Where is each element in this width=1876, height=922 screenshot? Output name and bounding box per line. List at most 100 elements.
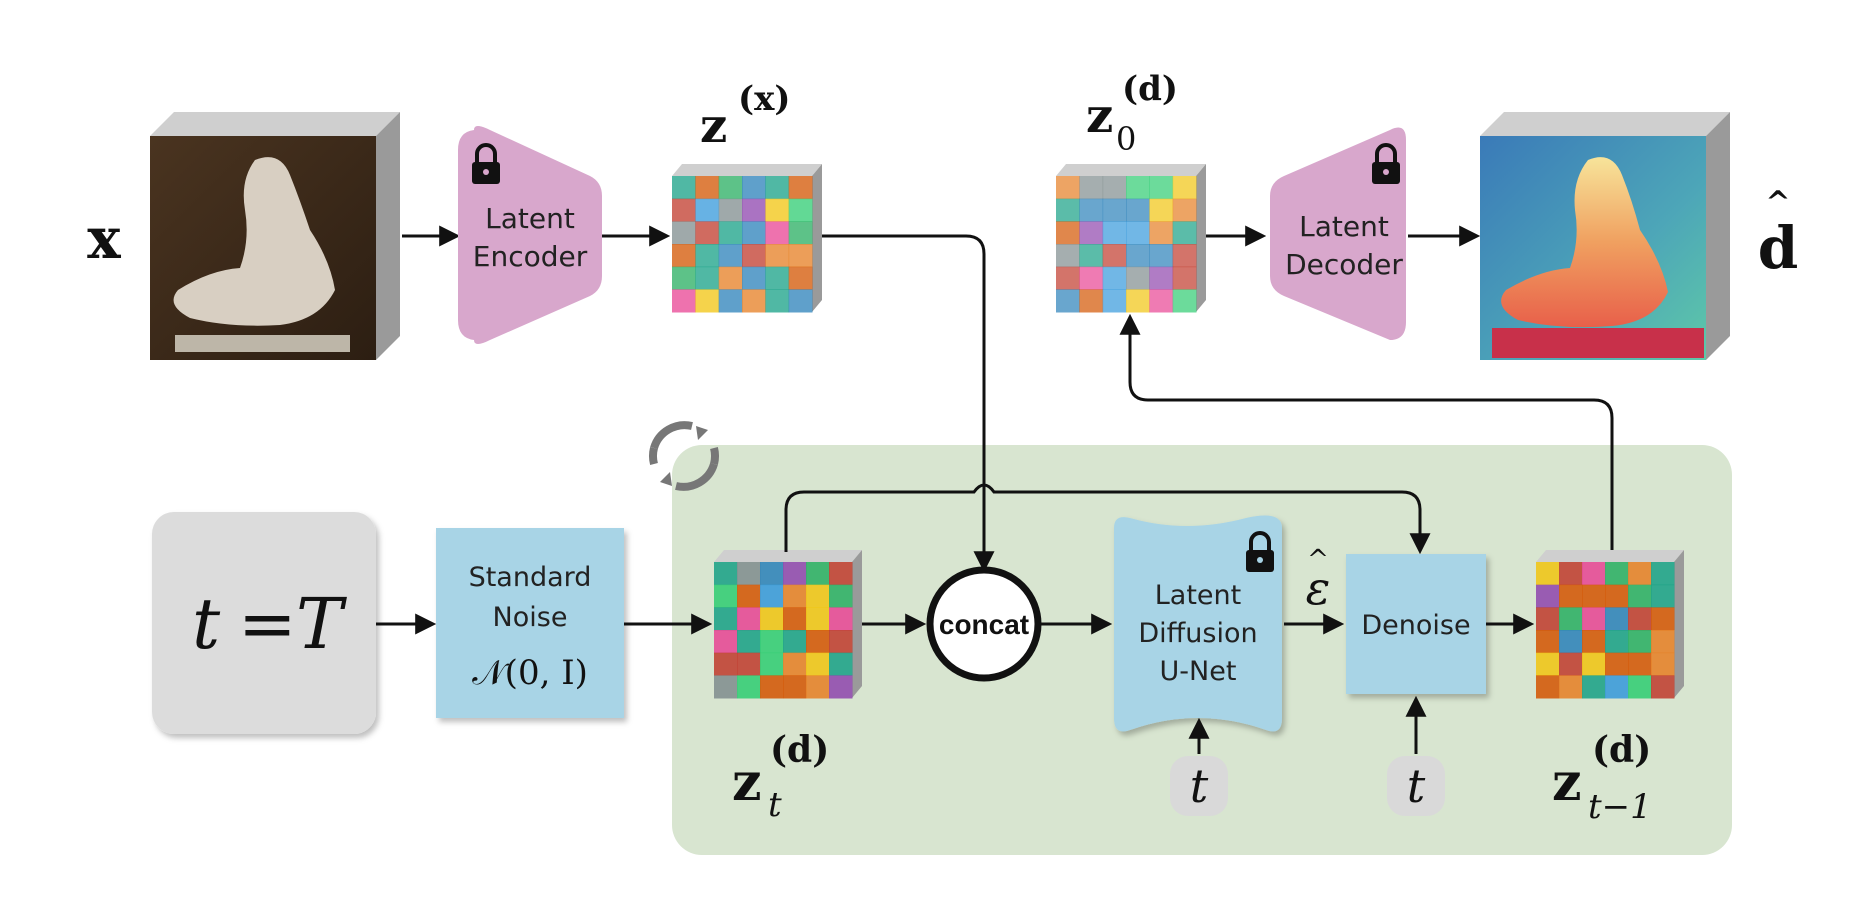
latent-cell	[1536, 607, 1560, 631]
latent-cell	[672, 266, 696, 290]
latent-cell	[760, 652, 784, 676]
output-depth-map	[1480, 112, 1730, 360]
latent-cell	[672, 176, 696, 200]
latent-zt-base: z	[732, 752, 762, 813]
latent-zt-cube	[714, 550, 862, 699]
timestep-eq: =	[238, 583, 297, 665]
latent-cell	[714, 607, 738, 631]
latent-cell	[765, 266, 790, 290]
latent-cell	[783, 584, 807, 608]
latent-cell	[1605, 675, 1629, 699]
latent-cell	[1628, 607, 1652, 631]
latent-cell	[765, 289, 790, 313]
latent-cell	[1149, 198, 1174, 222]
latent-x-cube	[672, 164, 822, 313]
latent-cell	[783, 630, 807, 654]
latent-cell	[1079, 221, 1104, 245]
timestep-input-denoise: t	[1387, 756, 1445, 816]
latent-cell	[760, 562, 784, 586]
standard-noise-box: Standard Noise 𝒩(0, I)	[436, 528, 624, 718]
latent-cell	[1126, 198, 1150, 222]
latent-cell	[765, 244, 790, 268]
latent-cell	[783, 652, 807, 676]
t-unet-label: t	[1190, 759, 1209, 813]
latent-cell	[1149, 266, 1174, 290]
concat-node: concat	[926, 566, 1042, 682]
latent-cell	[1126, 289, 1150, 313]
latent-cell	[1582, 584, 1606, 608]
latent-cell	[806, 675, 830, 699]
latent-cell	[829, 675, 853, 699]
decoder-label-1: Latent	[1299, 210, 1389, 243]
latent-cell	[788, 266, 813, 290]
latent-zt1-base: z	[1552, 752, 1582, 813]
latent-cell	[829, 652, 853, 676]
noise-label-1: Standard	[469, 562, 592, 593]
latent-cell	[1126, 176, 1150, 200]
latent-cell	[672, 198, 696, 222]
unet-label-2: Diffusion	[1138, 618, 1257, 649]
latent-cell	[760, 584, 784, 608]
latent-z0-sup: (d)	[1122, 69, 1178, 109]
latent-cell	[1172, 289, 1197, 313]
noise-label-2: Noise	[493, 602, 568, 633]
latent-zt1-sub: t−1	[1588, 787, 1652, 827]
latent-cell	[1559, 584, 1583, 608]
epsilon-hat: ε	[1306, 561, 1331, 615]
latent-cell	[737, 607, 761, 631]
concat-label: concat	[939, 609, 1029, 640]
latent-cell	[718, 176, 743, 200]
latent-cell	[1056, 176, 1080, 200]
latent-cell	[788, 221, 813, 245]
latent-cell	[1605, 607, 1629, 631]
latent-cell	[788, 176, 813, 200]
latent-cell	[1149, 244, 1174, 268]
latent-cell	[695, 289, 720, 313]
latent-cell	[760, 630, 784, 654]
latent-x-sup: (x)	[738, 79, 790, 119]
latent-cell	[788, 244, 813, 268]
latent-cell	[1536, 630, 1560, 654]
latent-cell	[737, 652, 761, 676]
latent-cell	[806, 652, 830, 676]
latent-cell	[1651, 607, 1675, 631]
latent-cell	[1149, 221, 1174, 245]
latent-cell	[1102, 244, 1127, 268]
latent-cell	[1651, 630, 1675, 654]
latent-cell	[737, 584, 761, 608]
latent-cell	[1056, 221, 1080, 245]
output-symbol: d	[1758, 214, 1799, 282]
latent-cell	[1056, 289, 1080, 313]
latent-cell	[788, 289, 813, 313]
latent-cell	[829, 630, 853, 654]
latent-cell	[695, 266, 720, 290]
t-denoise-label: t	[1407, 759, 1426, 813]
latent-x-base: z	[700, 98, 727, 154]
latent-cell	[829, 562, 853, 586]
latent-cell	[1126, 266, 1150, 290]
input-image	[150, 112, 400, 360]
latent-cell	[737, 675, 761, 699]
latent-cell	[714, 652, 738, 676]
latent-cell	[1559, 675, 1583, 699]
latent-cell	[742, 244, 766, 268]
input-symbol: x	[87, 206, 121, 272]
latent-cell	[714, 630, 738, 654]
latent-cell	[1172, 198, 1197, 222]
lock-icon	[1246, 531, 1274, 572]
timestep-init-box: t = T	[152, 512, 376, 734]
latent-cell	[829, 584, 853, 608]
latent-cell	[1582, 652, 1606, 676]
latent-cell	[1628, 675, 1652, 699]
latent-cell	[737, 630, 761, 654]
denoise-box: Denoise	[1346, 554, 1486, 694]
latent-cell	[760, 675, 784, 699]
latent-cell	[672, 244, 696, 268]
latent-cell	[1126, 221, 1150, 245]
latent-zt1-sup: (d)	[1592, 729, 1651, 771]
latent-cell	[672, 289, 696, 313]
latent-cell	[1582, 607, 1606, 631]
latent-cell	[737, 562, 761, 586]
latent-cell	[695, 176, 720, 200]
latent-cell	[1102, 289, 1127, 313]
